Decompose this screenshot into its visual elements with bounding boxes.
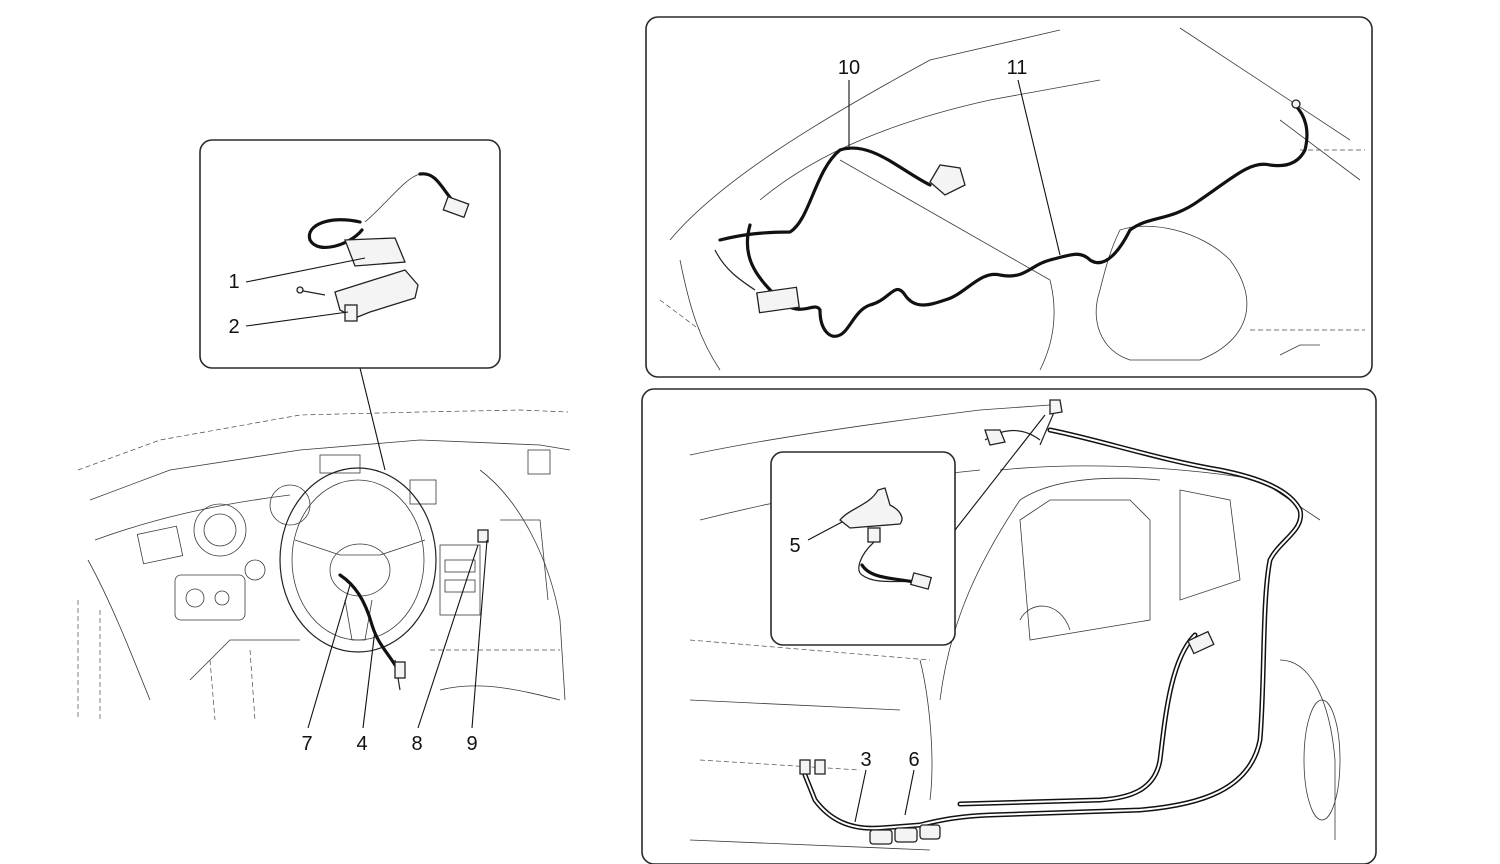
callout-1: 1 <box>228 271 239 293</box>
dashboard-view <box>77 367 571 721</box>
callout-9: 9 <box>466 733 477 755</box>
dashboard-leaders <box>245 257 488 729</box>
inset-shark-fin-antenna <box>770 414 1046 646</box>
inset-gps-antenna <box>199 139 501 369</box>
roof-wiring-view <box>645 16 1373 378</box>
callout-8: 8 <box>411 733 422 755</box>
callout-7: 7 <box>301 733 312 755</box>
callout-5: 5 <box>789 535 800 557</box>
callout-4: 4 <box>356 733 367 755</box>
callout-10: 10 <box>838 57 860 79</box>
callout-3: 3 <box>860 749 871 771</box>
callout-6: 6 <box>908 749 919 771</box>
callout-2: 2 <box>228 316 239 338</box>
callout-11: 11 <box>1007 57 1028 79</box>
